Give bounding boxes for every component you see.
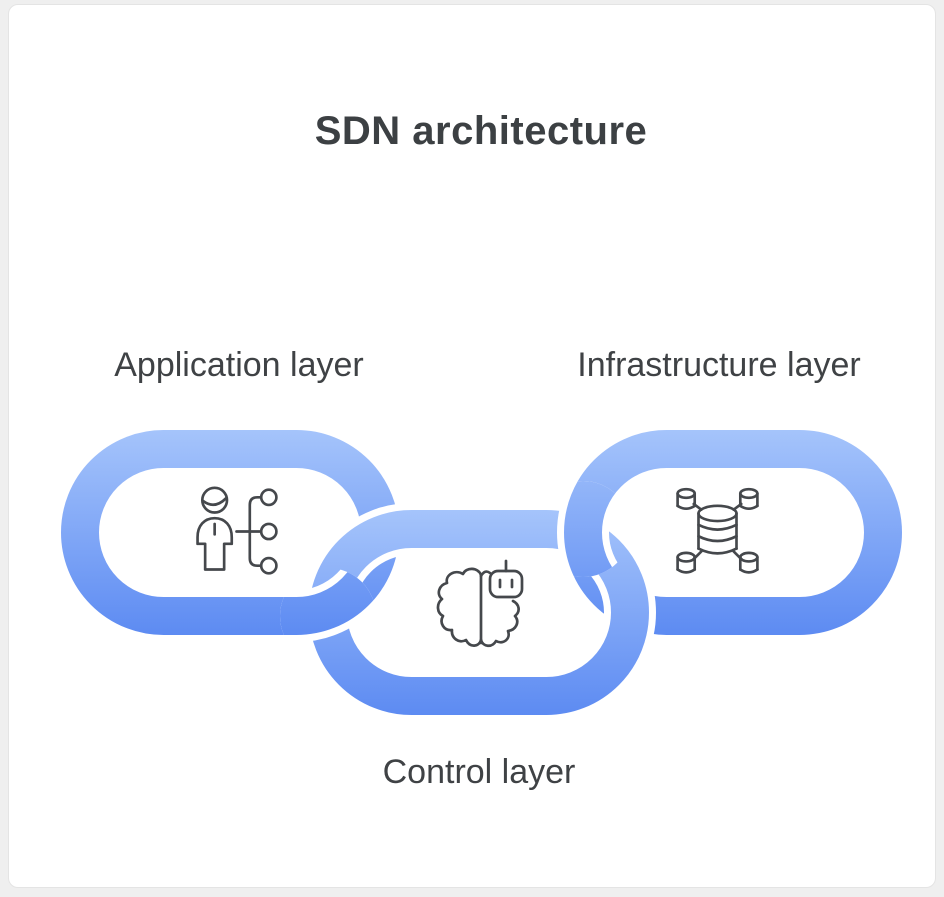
user-hierarchy-icon [198, 488, 277, 574]
chain-diagram [9, 5, 944, 897]
database-network-icon [678, 489, 758, 572]
brain-robot-icon [438, 561, 522, 646]
diagram-card: SDN architecture Application layer Infra… [8, 4, 936, 888]
